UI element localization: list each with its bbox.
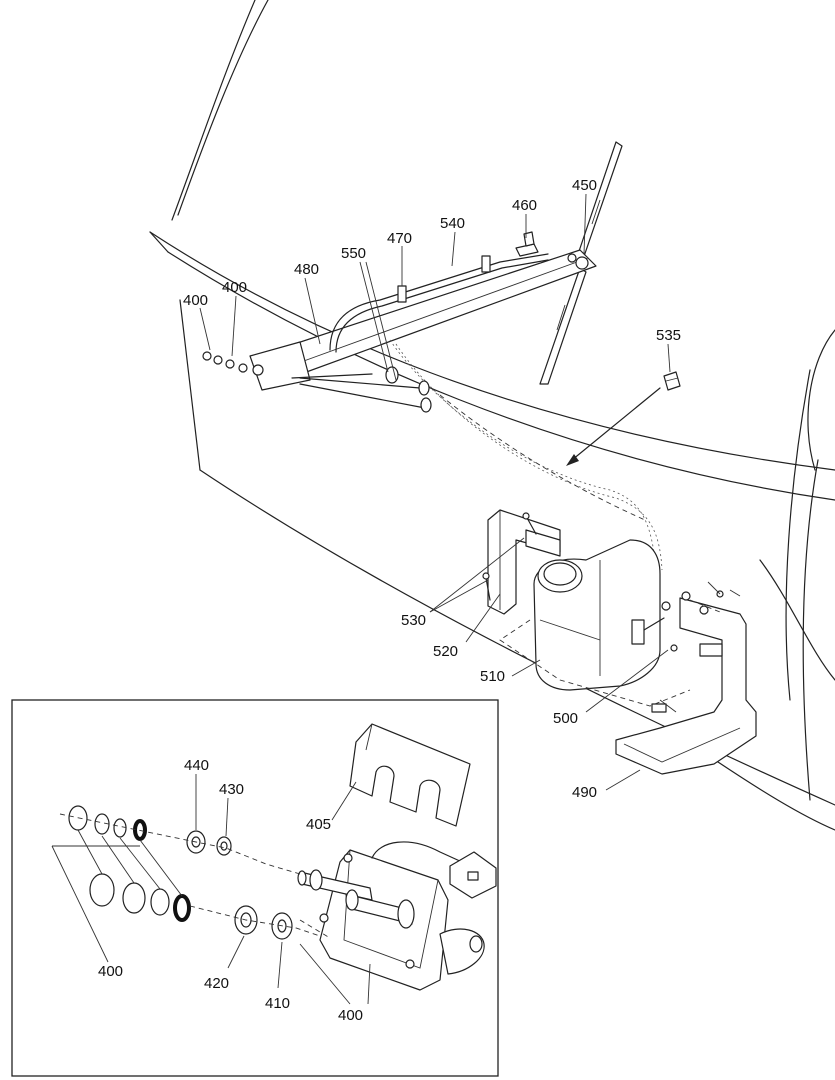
callout-535: 535 bbox=[656, 327, 681, 344]
bracket-fasteners bbox=[661, 581, 741, 652]
callout-400-inset-motor: 400 bbox=[338, 1007, 363, 1024]
callout-400-left: 400 bbox=[183, 292, 208, 309]
callout-490: 490 bbox=[572, 784, 597, 801]
callout-410: 410 bbox=[265, 995, 290, 1012]
callout-405: 405 bbox=[306, 816, 331, 833]
callout-labels: 450 460 540 470 550 480 400 400 535 530 … bbox=[98, 177, 681, 1024]
callout-480: 480 bbox=[294, 261, 319, 278]
vehicle-body-outline bbox=[149, 0, 835, 831]
callout-450: 450 bbox=[572, 177, 597, 194]
callout-420: 420 bbox=[204, 975, 229, 992]
pivot-nuts-small bbox=[202, 351, 264, 376]
callout-470: 470 bbox=[387, 230, 412, 247]
bracket-490 bbox=[615, 597, 757, 775]
callout-430: 430 bbox=[219, 781, 244, 798]
wiper-arm bbox=[269, 249, 597, 379]
callout-520: 520 bbox=[433, 643, 458, 660]
bolt-535 bbox=[663, 371, 681, 391]
callout-400-upper: 400 bbox=[222, 279, 247, 296]
direction-arrow bbox=[566, 387, 661, 466]
pivot-linkage bbox=[249, 341, 432, 413]
bracket-520 bbox=[487, 509, 561, 615]
assembly-dashed-axes bbox=[59, 813, 331, 939]
callout-510: 510 bbox=[480, 668, 505, 685]
callout-500: 500 bbox=[553, 710, 578, 727]
washer-nozzle bbox=[515, 231, 539, 257]
callout-550: 550 bbox=[341, 245, 366, 262]
callout-530: 530 bbox=[401, 612, 426, 629]
reservoir-dashed-outline bbox=[499, 619, 691, 707]
washer-hose bbox=[329, 253, 663, 571]
callout-540: 540 bbox=[440, 215, 465, 232]
reservoir-510 bbox=[533, 539, 665, 691]
leader-lines bbox=[51, 193, 671, 1005]
motor-shafts bbox=[297, 869, 415, 929]
exploded-hardware bbox=[52, 805, 293, 940]
callout-400-inset-left: 400 bbox=[98, 963, 123, 980]
screws-530 bbox=[482, 512, 537, 601]
callout-460: 460 bbox=[512, 197, 537, 214]
shim-plate-405 bbox=[349, 723, 471, 827]
callout-440: 440 bbox=[184, 757, 209, 774]
